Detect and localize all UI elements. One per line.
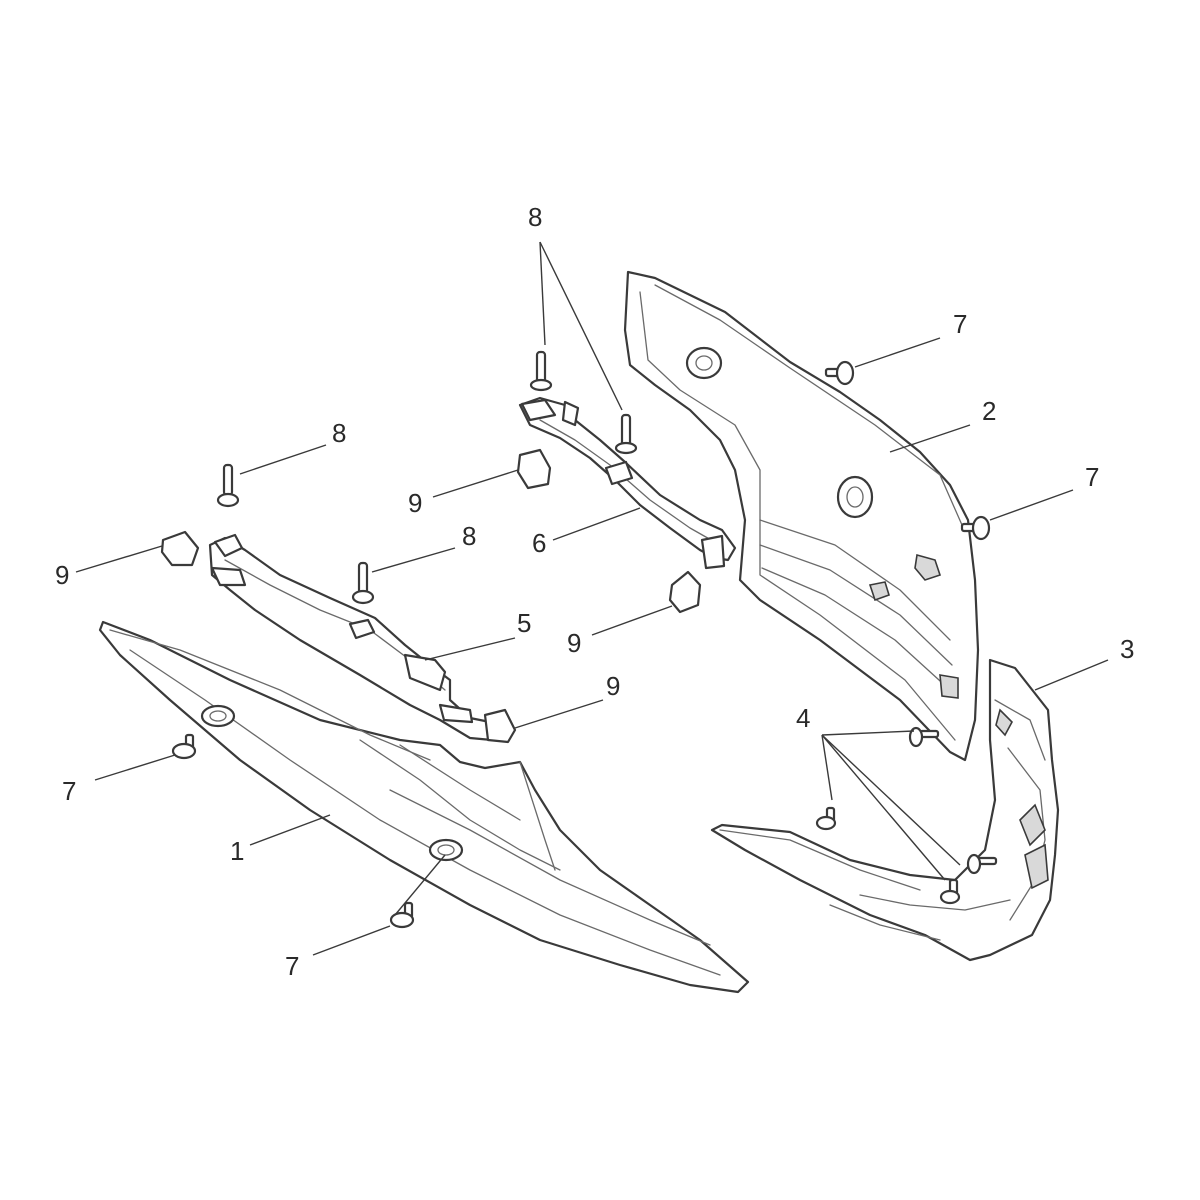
callouts: 1 2 3 4 5 6 7 7 7 7 8 8 8 9 9 9 9	[55, 202, 1134, 981]
callout-3: 3	[1120, 634, 1134, 664]
callout-8-top: 8	[528, 202, 542, 232]
part-3-front-cowl	[710, 658, 1060, 962]
callout-7-right: 7	[1085, 462, 1099, 492]
callout-2: 2	[982, 396, 996, 426]
callout-7-upper-right: 7	[953, 309, 967, 339]
bolt-8-b	[614, 413, 638, 455]
callout-9-lower: 9	[567, 628, 581, 658]
part-2-upper-panel	[623, 270, 980, 762]
callout-9-upper: 9	[408, 488, 422, 518]
callout-7-left: 7	[62, 776, 76, 806]
rivet-7-a	[824, 360, 855, 386]
fastener-8-bolts	[216, 350, 638, 605]
callout-7-bottom: 7	[285, 951, 299, 981]
screw-4-a	[908, 726, 940, 748]
fastener-7-rivets	[171, 360, 991, 929]
callout-9-left: 9	[55, 560, 69, 590]
rivet-7-b	[960, 515, 991, 541]
clip-9-a	[516, 448, 552, 490]
screw-4-d	[939, 878, 961, 905]
callout-5: 5	[517, 608, 531, 638]
bolt-8-d	[351, 561, 375, 605]
rivet-7-d	[389, 901, 415, 929]
leader-lines	[75, 241, 1109, 956]
callout-8-left: 8	[332, 418, 346, 448]
rivet-7-c	[171, 733, 197, 760]
screw-4-c	[966, 853, 998, 875]
fastener-9-clips	[160, 448, 702, 744]
bolt-8-a	[529, 350, 553, 392]
callout-9-right: 9	[606, 671, 620, 701]
callout-4: 4	[796, 703, 810, 733]
part-1-side-panel	[98, 620, 750, 994]
screw-4-b	[815, 806, 837, 831]
fastener-4-screws	[815, 726, 998, 905]
part-5-lower-bracket	[208, 533, 494, 742]
callout-1: 1	[230, 836, 244, 866]
part-6-upper-bracket	[518, 396, 737, 570]
callout-8-middle: 8	[462, 521, 476, 551]
clip-9-c	[668, 570, 702, 614]
callout-6: 6	[532, 528, 546, 558]
clip-9-b	[160, 530, 200, 567]
clip-9-d	[483, 708, 517, 744]
bolt-8-c	[216, 463, 240, 508]
